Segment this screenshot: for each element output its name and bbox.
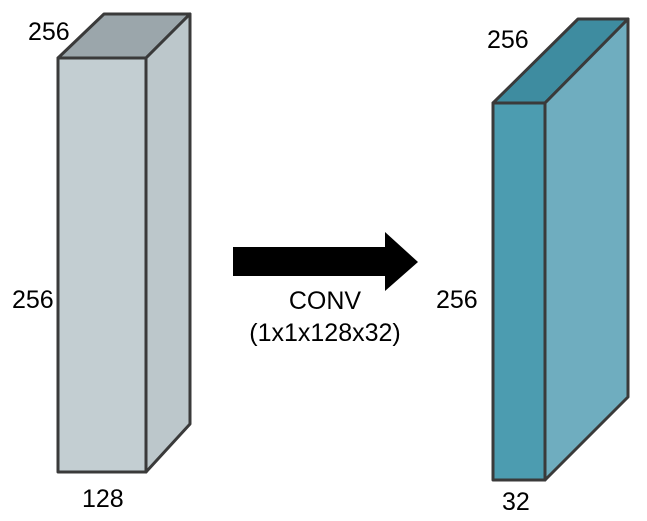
input-tensor-depth-label-top: 256 bbox=[28, 18, 70, 46]
arrow-icon bbox=[233, 232, 418, 291]
input-tensor-front-face bbox=[56, 56, 148, 474]
output-tensor-width-label: 32 bbox=[502, 488, 530, 516]
input-tensor-width-label: 128 bbox=[82, 485, 124, 513]
output-tensor-front-face bbox=[491, 101, 547, 482]
output-tensor-height-label: 256 bbox=[436, 286, 478, 314]
output-tensor bbox=[491, 17, 630, 482]
output-tensor-depth-label-top: 256 bbox=[487, 26, 529, 54]
conv-arrow bbox=[233, 232, 418, 291]
input-tensor-height-label: 256 bbox=[12, 286, 54, 314]
input-tensor bbox=[56, 12, 192, 474]
input-tensor-side-face bbox=[144, 12, 192, 474]
conv-operation-label: CONV (1x1x128x32) bbox=[235, 285, 415, 349]
conv-operation-name: CONV bbox=[288, 287, 362, 315]
conv-operation-params: (1x1x128x32) bbox=[249, 319, 401, 347]
